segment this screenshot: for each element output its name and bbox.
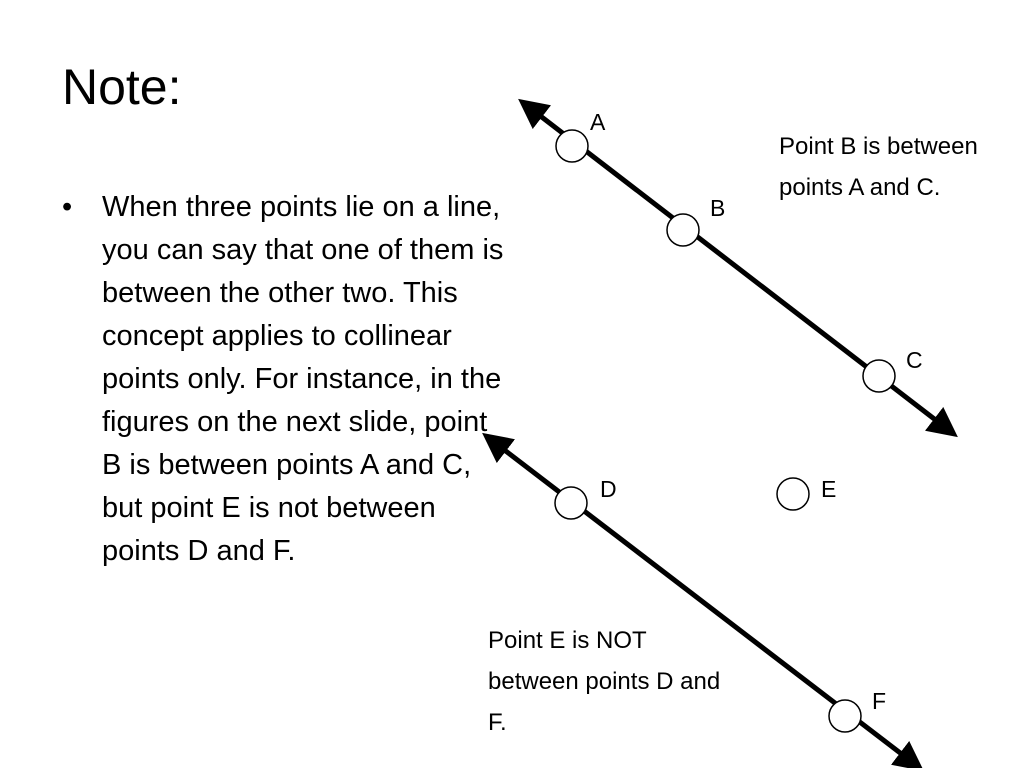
point-label-c: C [906, 347, 923, 373]
point-f [828, 699, 862, 733]
bullet-item: • When three points lie on a line, you c… [62, 186, 510, 573]
slide-title: Note: [62, 59, 182, 115]
point-b [666, 213, 700, 247]
point-e [776, 477, 810, 511]
note-b-between: Point B is between points A and C. [779, 133, 978, 201]
point-d [554, 486, 588, 520]
point-label-f: F [872, 688, 886, 714]
point-label-a: A [590, 109, 606, 135]
point-c [862, 359, 896, 393]
note-e-not-between: Point E is NOT between points D and F. [488, 627, 721, 736]
bullet-dot: • [62, 191, 73, 223]
bullet-text: When three points lie on a line, you can… [102, 191, 504, 567]
point-label-b: B [710, 195, 725, 221]
point-label-d: D [600, 476, 617, 502]
point-a [555, 129, 589, 163]
point-label-e: E [821, 476, 836, 502]
